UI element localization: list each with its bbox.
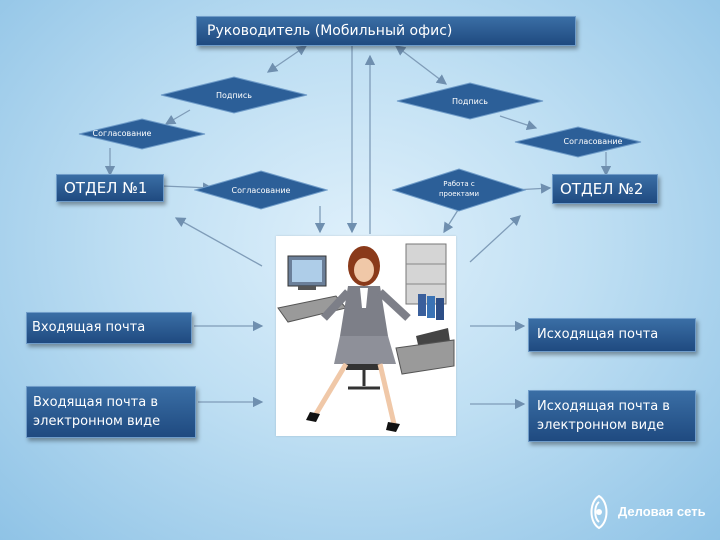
line-top-to-sign-left <box>268 46 306 72</box>
diamond-projects-label: Работа с проектами <box>437 179 481 199</box>
dept1-box: ОТДЕЛ №1 <box>56 174 164 202</box>
logo-icon <box>584 492 614 532</box>
diamond-sign-right: Подпись <box>396 82 544 120</box>
diamond-sign-left-label: Подпись <box>160 90 308 101</box>
manager-illustration-drawing <box>276 236 456 436</box>
line-left-diagonal <box>176 218 262 266</box>
outgoing-electronic-box: Исходящая почта в электронном виде <box>528 390 696 442</box>
diamond-approval-center-label: Согласование <box>194 185 328 196</box>
logo-text: Деловая сеть <box>618 504 706 519</box>
incoming-electronic-label: Входящая почта в электронном виде <box>33 395 160 429</box>
outgoing-mail-box: Исходящая почта <box>528 318 696 352</box>
line-right-diagonal <box>470 216 520 262</box>
diamond-approval-right-label: Согласование <box>544 136 642 147</box>
manager-illustration <box>276 236 456 436</box>
diamond-approval-center: Согласование <box>194 170 328 210</box>
dept1-label: ОТДЕЛ №1 <box>64 179 147 197</box>
top-box-label: Руководитель (Мобильный офис) <box>207 23 452 39</box>
logo-delovaya-set: Деловая сеть <box>584 492 714 532</box>
dept2-label: ОТДЕЛ №2 <box>560 180 643 198</box>
diamond-approval-right: Согласование <box>514 126 642 158</box>
diamond-sign-left: Подпись <box>160 76 308 114</box>
outgoing-mail-label: Исходящая почта <box>537 327 658 342</box>
incoming-electronic-box: Входящая почта в электронном виде <box>26 386 196 438</box>
outgoing-electronic-label: Исходящая почта в электронном виде <box>537 399 670 433</box>
diamond-projects: Работа с проектами <box>392 168 526 212</box>
diamond-approval-left-label: Согласование <box>38 128 206 139</box>
dept2-box: ОТДЕЛ №2 <box>552 174 658 204</box>
diamond-sign-right-label: Подпись <box>396 96 544 107</box>
incoming-mail-label: Входящая почта <box>32 320 145 335</box>
line-top-to-sign-right <box>396 46 446 84</box>
incoming-mail-box: Входящая почта <box>26 312 192 344</box>
diamond-approval-left: Согласование <box>78 118 206 150</box>
line-projects-to-photo <box>444 210 458 232</box>
top-box-manager: Руководитель (Мобильный офис) <box>196 16 576 46</box>
